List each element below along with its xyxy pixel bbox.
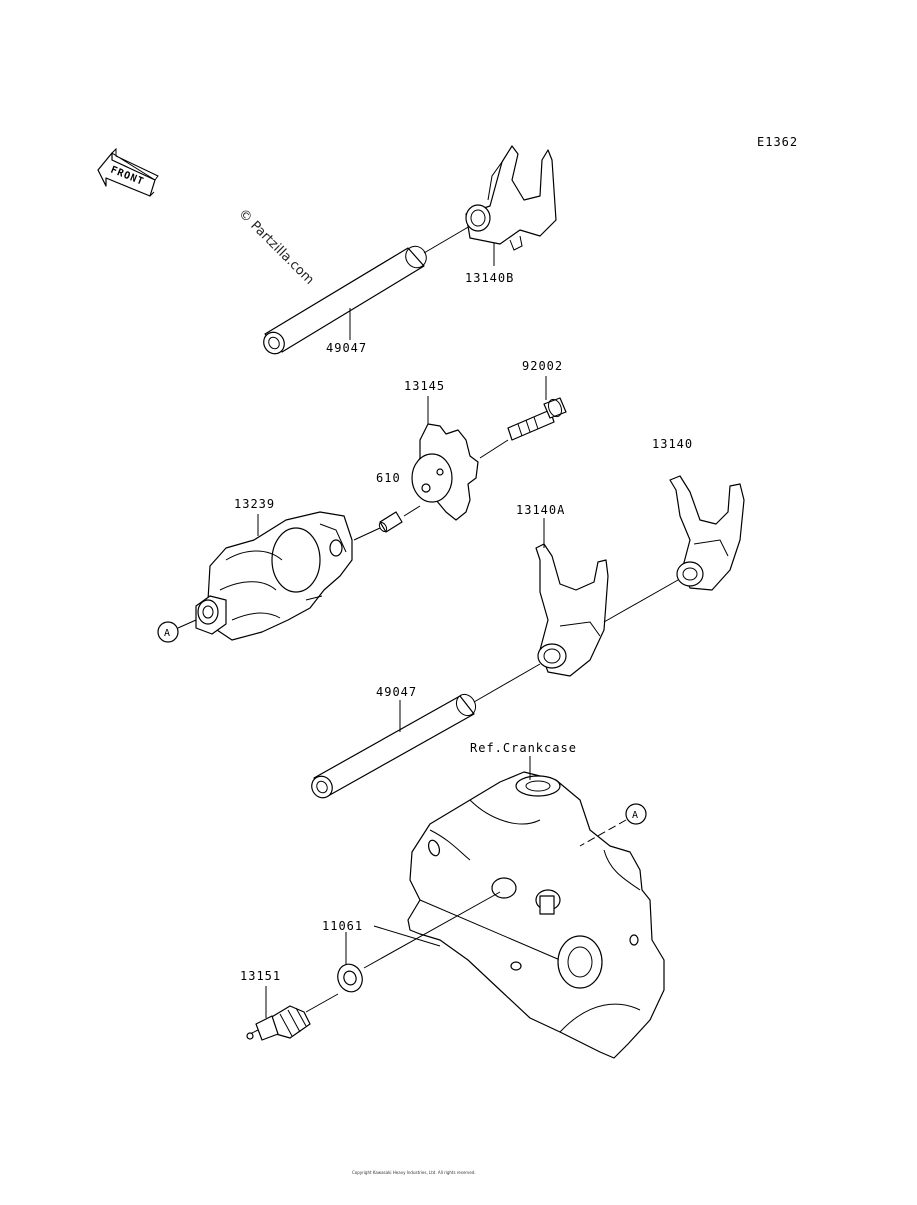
svg-text:A: A bbox=[164, 628, 171, 639]
shift-drum bbox=[195, 511, 353, 641]
label-shift-fork-b: 13140B bbox=[465, 271, 514, 285]
label-washer: 11061 bbox=[322, 919, 363, 933]
figure-id: E1362 bbox=[757, 135, 798, 149]
label-pin: 610 bbox=[376, 471, 401, 485]
label-shift-drum: 13239 bbox=[234, 497, 275, 511]
callout-a-left: A bbox=[157, 621, 179, 643]
label-shift-drum-cam: 13145 bbox=[404, 379, 445, 393]
shift-fork-a bbox=[535, 543, 609, 677]
pin-610 bbox=[378, 511, 403, 533]
watermark: © Partzilla.com bbox=[235, 206, 317, 288]
shift-rod-lower bbox=[311, 693, 477, 799]
label-shift-rod-lower: 49047 bbox=[376, 685, 417, 699]
neutral-switch bbox=[246, 1005, 311, 1041]
shift-rod-upper bbox=[263, 245, 427, 355]
copyright-note: Copyright Kawasaki Heavy Industries, Ltd… bbox=[352, 1170, 476, 1175]
label-shift-fork-a: 13140A bbox=[516, 503, 565, 517]
shift-drum-cam bbox=[411, 423, 479, 521]
bolt-92002 bbox=[507, 397, 567, 441]
label-shift-fork: 13140 bbox=[652, 437, 693, 451]
svg-text:A: A bbox=[632, 810, 639, 821]
label-shift-rod-upper: 49047 bbox=[326, 341, 367, 355]
crankcase-reference bbox=[407, 771, 665, 1059]
label-neutral-switch: 13151 bbox=[240, 969, 281, 983]
washer-11061 bbox=[337, 963, 363, 993]
shift-fork-13140 bbox=[669, 475, 745, 591]
label-bolt: 92002 bbox=[522, 359, 563, 373]
label-ref-crankcase: Ref.Crankcase bbox=[470, 741, 577, 755]
shift-fork-b bbox=[465, 145, 557, 251]
front-arrow-icon: FRONT bbox=[97, 147, 159, 197]
callout-a-right: A bbox=[625, 803, 647, 825]
